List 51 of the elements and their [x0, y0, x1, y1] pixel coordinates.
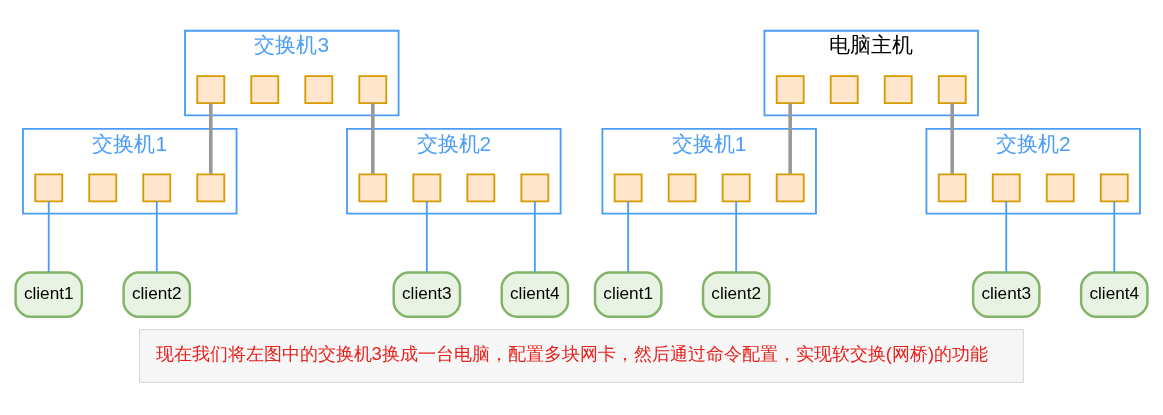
node-box [520, 173, 550, 203]
cluster: 交换机2 [925, 128, 1141, 215]
node-box [829, 75, 859, 105]
node-box [412, 173, 442, 203]
node-box: client2 [701, 271, 771, 318]
node-box [34, 173, 64, 203]
connector [1005, 200, 1008, 274]
node-box: client3 [392, 271, 462, 318]
connector [47, 200, 50, 274]
cluster: 交换机3 [184, 29, 400, 117]
connector [370, 103, 375, 174]
connector [1113, 200, 1116, 274]
connector [950, 103, 955, 174]
connector [425, 200, 428, 274]
connector [155, 200, 158, 274]
node-box: client1 [593, 271, 663, 318]
cluster: 交换机2 [346, 128, 562, 215]
node-box: client4 [500, 271, 570, 318]
caption: 现在我们将左图中的交换机3换成一台电脑，配置多块网卡，然后通过命令配置，实现软交换(网桥)的功能 [155, 343, 989, 365]
cluster: 交换机1 [22, 128, 238, 215]
node-box [991, 173, 1021, 203]
node-box [196, 173, 226, 203]
node-box [883, 75, 913, 105]
node-box [196, 75, 226, 105]
connector [533, 200, 536, 274]
node-box [1099, 173, 1129, 203]
connector [208, 103, 213, 174]
node-box [358, 173, 388, 203]
node-box [721, 173, 751, 203]
node-box [466, 173, 496, 203]
node-box [1045, 173, 1075, 203]
node-box: client2 [122, 271, 192, 318]
node-box [358, 75, 388, 105]
node-box [88, 173, 118, 203]
connector [735, 200, 738, 274]
cluster: 电脑主机 [763, 29, 979, 117]
node-box [142, 173, 172, 203]
node-box [775, 173, 805, 203]
node-box [937, 75, 967, 105]
cluster: 交换机1 [601, 128, 817, 215]
node-box [775, 75, 805, 105]
connector [627, 200, 630, 274]
node-box [937, 173, 967, 203]
node-box: client3 [971, 271, 1041, 318]
node-box [667, 173, 697, 203]
node-box: client4 [1079, 271, 1149, 318]
node-box [304, 75, 334, 105]
node-box [250, 75, 280, 105]
node-box [613, 173, 643, 203]
node-box: client1 [14, 271, 84, 318]
connector [788, 103, 793, 174]
